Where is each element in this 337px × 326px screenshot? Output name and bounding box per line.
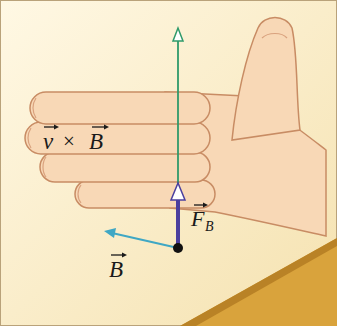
subscript: B: [205, 220, 214, 234]
vector-symbol: v: [43, 130, 53, 153]
field-symbol: B: [109, 258, 123, 281]
cross-operator: ×: [63, 131, 75, 152]
force-symbol: F: [191, 208, 204, 230]
vector-symbol: B: [89, 130, 103, 153]
